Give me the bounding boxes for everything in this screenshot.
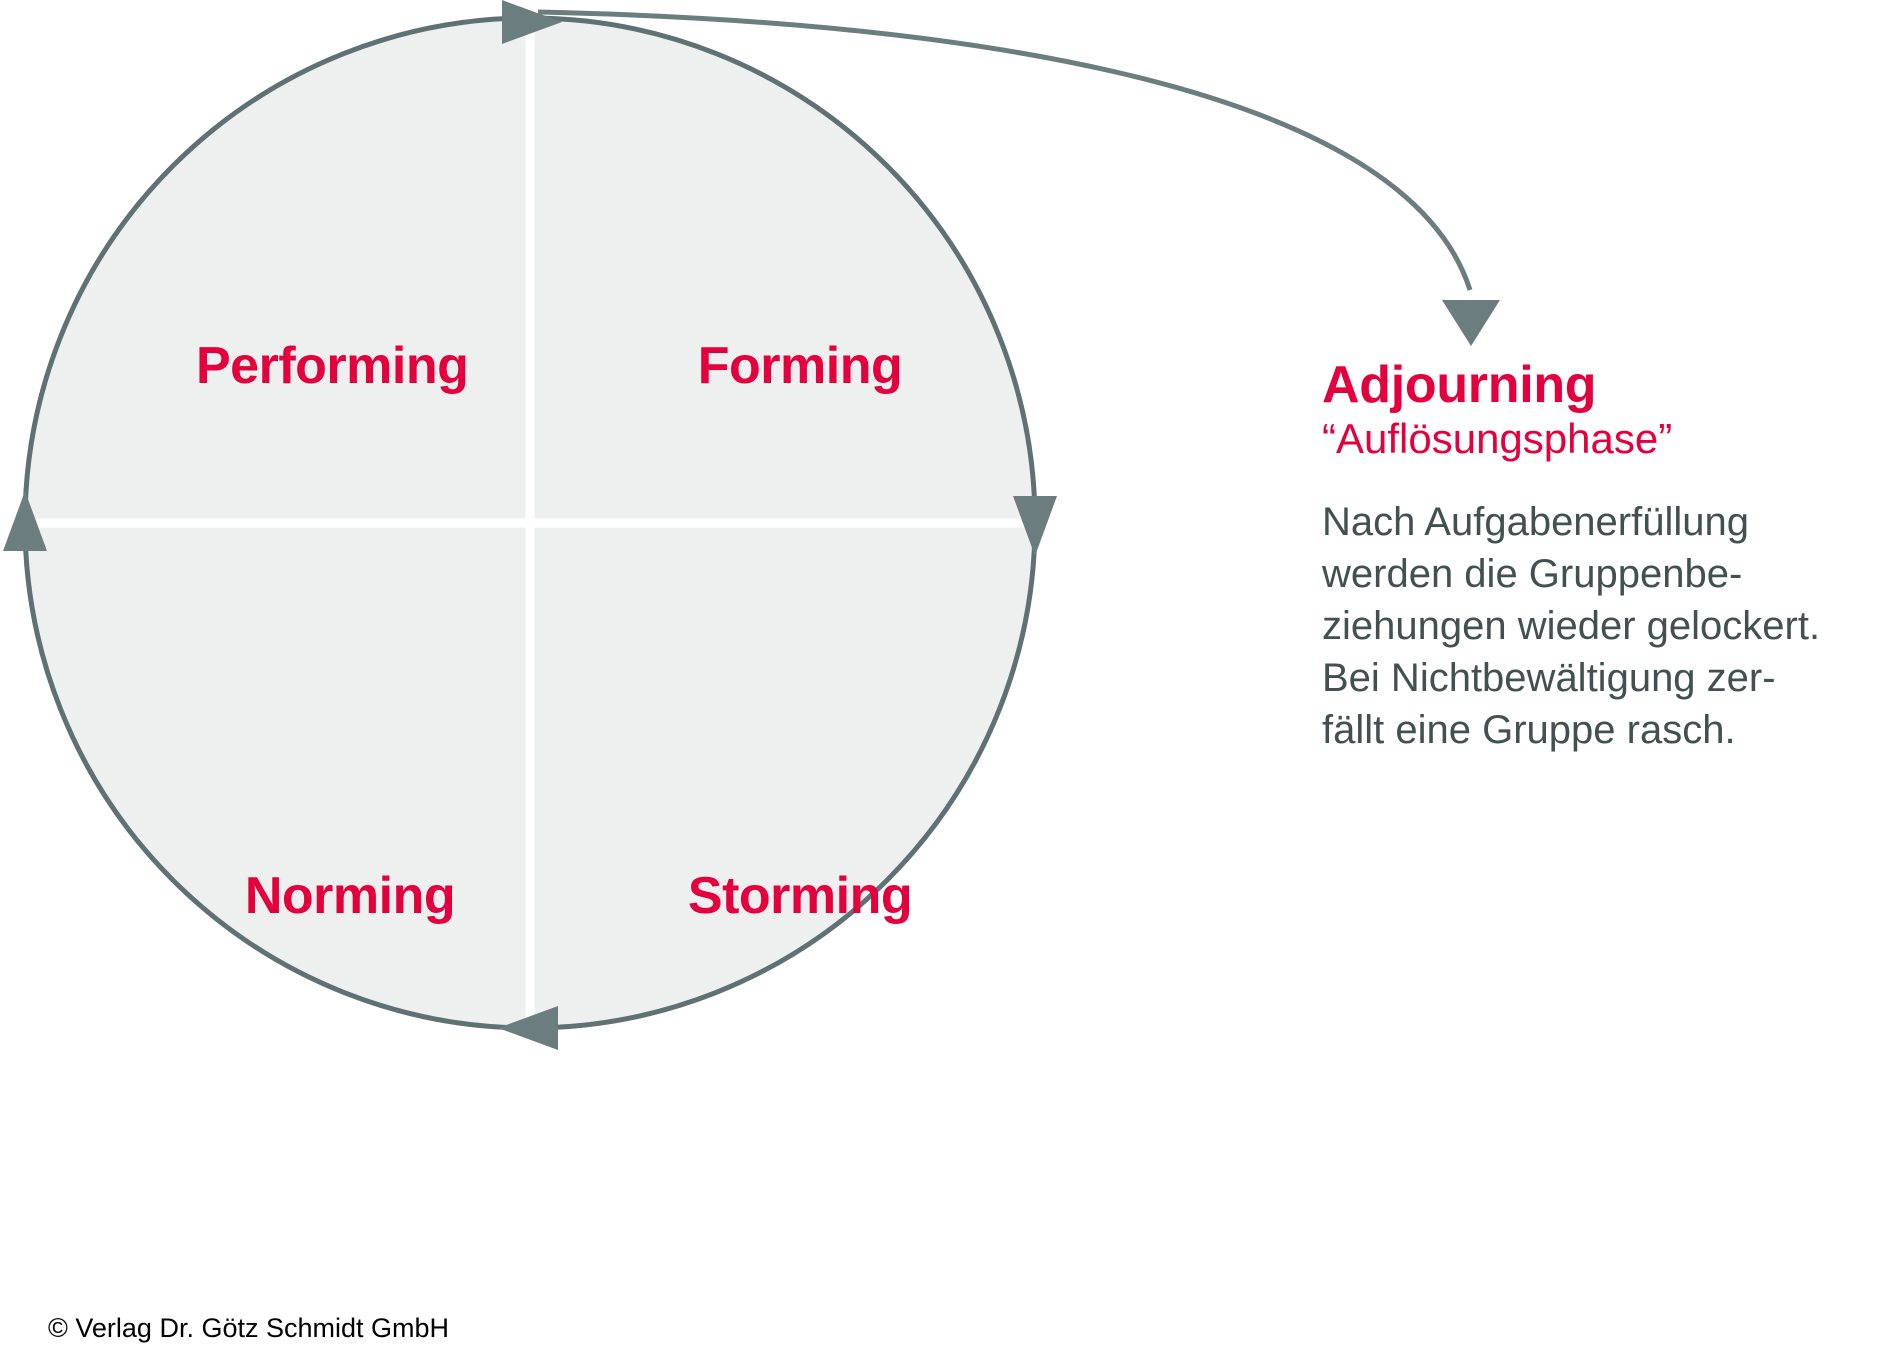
cycle-arc-top-right (529, 15, 1038, 524)
adjourning-body-line: Nach Aufgabenerfüllung (1322, 500, 1749, 545)
left-arrowhead-icon (3, 491, 47, 551)
cycle-arc-bottom-right (529, 522, 1038, 1031)
bottom-arrowhead-icon (498, 1006, 558, 1050)
quadrant-label-storming: Storming (687, 867, 913, 925)
right-arrowhead-icon (1013, 496, 1057, 556)
adjourning-exit-arrow (537, 9, 1473, 291)
quadrant-label-performing: Performing (196, 337, 469, 395)
quadrant-label-norming: Norming (244, 867, 456, 925)
copyright-notice: © Verlag Dr. Götz Schmidt GmbH (48, 1313, 450, 1343)
adjourning-body-line: ziehungen wieder gelockert. (1322, 604, 1821, 649)
adjourning-body: Nach Aufgabenerfüllung werden die Gruppe… (1322, 496, 1881, 756)
adjourning-exit-arrowhead-icon (1442, 300, 1500, 346)
quadrant-label-forming: Forming (697, 337, 903, 395)
adjourning-body-line: fällt eine Gruppe rasch. (1322, 708, 1736, 753)
top-arrowhead-icon (502, 0, 562, 44)
cycle-arc-top-left (22, 15, 531, 524)
adjourning-callout: Adjourning “Auflösungsphase” Nach Aufgab… (1322, 356, 1881, 756)
cycle-arc-bottom-left (22, 522, 531, 1031)
adjourning-body-line: werden die Gruppenbe- (1322, 552, 1743, 597)
adjourning-subtitle: “Auflösungsphase” (1322, 415, 1673, 463)
adjourning-title: Adjourning (1322, 356, 1597, 414)
adjourning-body-line: Bei Nichtbewältigung zer- (1322, 656, 1776, 701)
